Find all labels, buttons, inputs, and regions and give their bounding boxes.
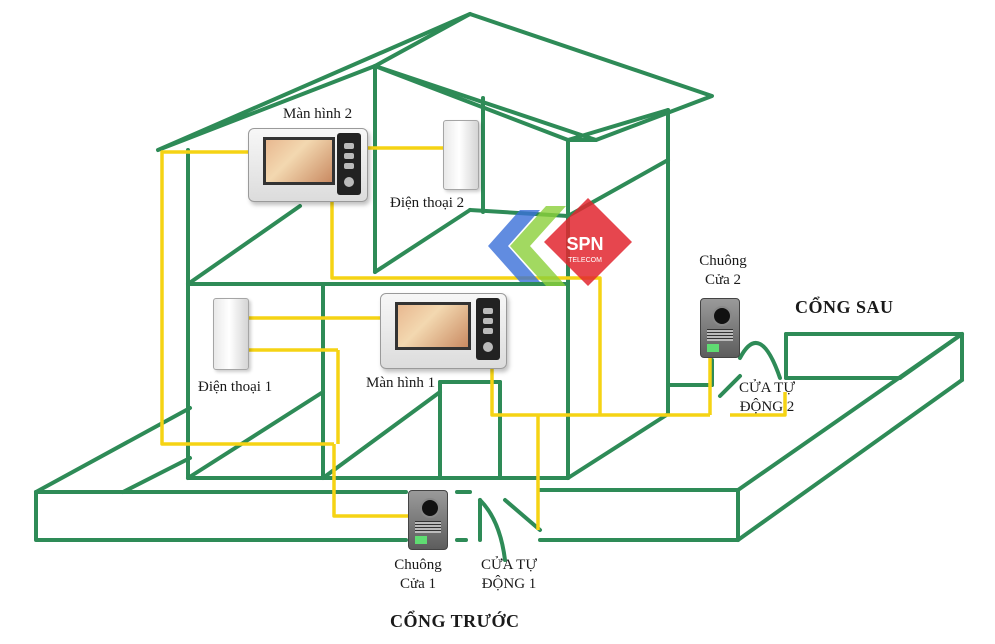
label-auto-door-2: CỬA TỰ ĐỘNG 2 <box>732 379 802 417</box>
logo-subtext: TELECOM <box>568 257 602 264</box>
label-monitor-2: Màn hình 2 <box>283 106 353 122</box>
video-monitor-2 <box>248 128 368 202</box>
video-monitor-1 <box>380 293 507 369</box>
label-bell-2-line1: Chuông <box>699 253 747 269</box>
label-bell-2: Chuông Cửa 2 <box>693 252 753 290</box>
label-auto-door-1-line1: CỬA TỰ <box>481 557 537 573</box>
spn-telecom-logo <box>488 198 632 286</box>
speaker-grill <box>415 521 441 533</box>
label-back-gate: CỔNG SAU <box>795 297 894 317</box>
intercom-phone-2 <box>443 120 479 190</box>
monitor-screen <box>263 137 335 185</box>
camera-icon <box>420 498 440 518</box>
structure-lines <box>34 12 964 562</box>
call-button <box>415 536 427 544</box>
label-bell-1-line2: Cửa 1 <box>399 576 437 592</box>
door-bell-2 <box>700 298 740 358</box>
monitor-button-panel <box>476 298 500 360</box>
monitor-button-panel <box>337 133 361 195</box>
call-button <box>707 344 719 352</box>
intercom-phone-1 <box>213 298 249 370</box>
label-bell-1-line1: Chuông <box>394 557 442 573</box>
label-front-gate: CỔNG TRƯỚC <box>390 611 520 631</box>
label-auto-door-2-line2: ĐỘNG 2 <box>739 399 795 415</box>
label-phone-1: Điện thoại 1 <box>198 379 273 395</box>
monitor-screen <box>395 302 471 350</box>
wiring <box>160 146 787 530</box>
door-bell-1 <box>408 490 448 550</box>
label-auto-door-1-line2: ĐỘNG 1 <box>481 576 537 592</box>
camera-icon <box>712 306 732 326</box>
logo-text: SPN <box>566 234 603 254</box>
label-monitor-1: Màn hình 1 <box>366 375 436 391</box>
label-auto-door-2-line1: CỬA TỰ <box>739 380 795 396</box>
label-bell-1: Chuông Cửa 1 <box>386 556 450 594</box>
label-auto-door-1: CỬA TỰ ĐỘNG 1 <box>474 556 544 594</box>
label-bell-2-line2: Cửa 2 <box>704 272 742 288</box>
label-phone-2: Điện thoại 2 <box>390 195 465 211</box>
speaker-grill <box>707 329 733 341</box>
